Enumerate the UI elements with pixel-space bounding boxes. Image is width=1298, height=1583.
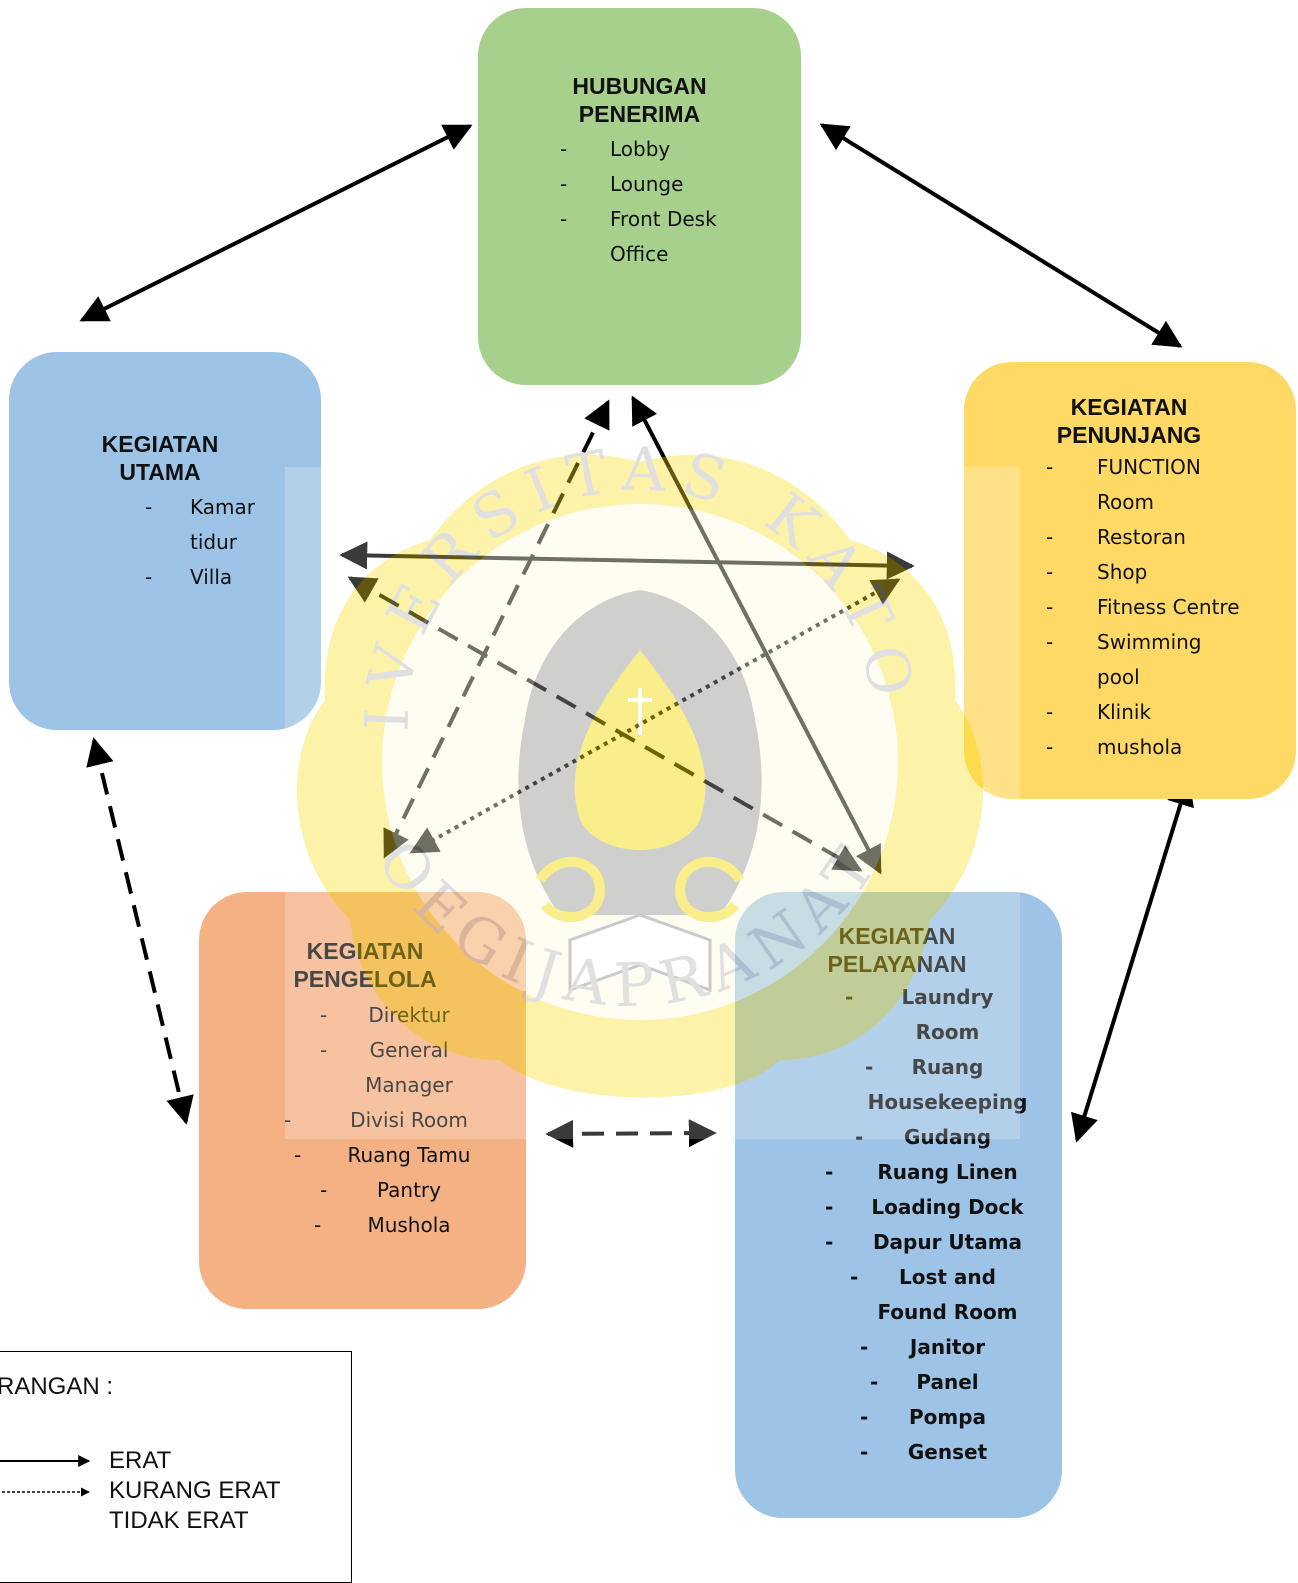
- item-list: -FUNCTION Room -Restoran -Shop -Fitness …: [1046, 450, 1296, 765]
- box-title: KEGIATAN UTAMA: [101, 431, 219, 485]
- list-item: -Mushola: [314, 1213, 451, 1237]
- list-item: -Front Desk: [560, 207, 717, 231]
- list-item: Office: [610, 242, 669, 266]
- list-item: pool: [1097, 665, 1140, 689]
- box-title: KEGIATAN PENUNJANG: [1056, 394, 1202, 448]
- arrow-penerima-penunjang: [819, 123, 1183, 348]
- arrow-penunjang-pengelola: [409, 578, 901, 854]
- list-item: -Swimming: [1046, 630, 1202, 654]
- legend: RANGAN : ERAT KURANG ERAT TIDAK ERAT: [0, 1351, 352, 1583]
- list-item: -Fitness Centre: [1046, 595, 1240, 619]
- legend-title: RANGAN :: [0, 1373, 114, 1400]
- box-title: KEGIATAN PENGELOLA: [265, 937, 465, 993]
- arrow-utama-pengelola: [86, 737, 194, 1125]
- list-item: Housekeeping: [815, 1085, 1060, 1120]
- list-item: -Gudang: [815, 1120, 1060, 1155]
- legend-line-samples: [0, 1455, 91, 1497]
- item-list: -Lobby -Lounge -Front Desk Office: [560, 132, 790, 272]
- list-item: -Ruang: [815, 1050, 1060, 1085]
- list-item: -mushola: [1046, 735, 1183, 759]
- item-list: -Direktur -General Manager -Divisi Room …: [284, 998, 514, 1243]
- list-item: -Lounge: [560, 172, 684, 196]
- list-item: -Ruang Linen: [825, 1160, 1018, 1184]
- box-kegiatan-pelayanan: KEGIATAN PELAYANAN -Laundry Room -Ruang …: [735, 892, 1062, 1518]
- list-item: -FUNCTION: [1046, 455, 1201, 479]
- item-list: -Laundry Room -Ruang Housekeeping -Gudan…: [815, 980, 1060, 1470]
- arrow-pengelola-pelayanan: [545, 1119, 717, 1148]
- arrow-penerima-utama: [79, 124, 473, 322]
- box-title: HUBUNGAN PENERIMA: [572, 73, 707, 127]
- list-item: -Laundry: [815, 980, 1060, 1015]
- list-item: -Ruang Tamu: [294, 1143, 471, 1167]
- arrow-penunjang-pelayanan: [1071, 777, 1194, 1143]
- list-item: -Villa: [145, 565, 233, 589]
- list-item: -Lost and: [850, 1265, 996, 1289]
- list-item: -Dapur Utama: [825, 1230, 1023, 1254]
- list-item: -Panel: [870, 1370, 979, 1394]
- list-item: -Restoran: [1046, 525, 1186, 549]
- item-list: -Kamar tidur -Villa: [145, 490, 315, 595]
- list-item: tidur: [190, 530, 237, 554]
- list-item: -Genset: [860, 1440, 988, 1464]
- box-kegiatan-pengelola: KEGIATAN PENGELOLA -Direktur -General Ma…: [199, 892, 526, 1309]
- list-item: -Janitor: [860, 1335, 986, 1359]
- list-item: -Lobby: [560, 137, 671, 161]
- list-item: -Pompa: [860, 1405, 987, 1429]
- box-title: KEGIATAN PELAYANAN: [797, 922, 997, 978]
- box-kegiatan-penunjang: KEGIATAN PENUNJANG -FUNCTION Room -Resto…: [964, 362, 1296, 799]
- list-item: -Direktur: [284, 998, 514, 1033]
- list-item: -Klinik: [1046, 700, 1152, 724]
- box-kegiatan-utama: KEGIATAN UTAMA -Kamar tidur -Villa: [9, 352, 321, 730]
- legend-item-kurang-erat: KURANG ERAT: [109, 1477, 281, 1504]
- legend-item-erat: ERAT: [109, 1447, 172, 1474]
- box-hubungan-penerima: HUBUNGAN PENERIMA -Lobby -Lounge -Front …: [478, 8, 801, 385]
- list-item: Found Room: [877, 1300, 1018, 1324]
- list-item: Manager: [284, 1068, 514, 1103]
- list-item: -Shop: [1046, 560, 1148, 584]
- list-item: -Pantry: [320, 1178, 441, 1202]
- list-item: -Kamar: [145, 495, 255, 519]
- list-item: -General: [284, 1033, 514, 1068]
- list-item: -Divisi Room: [284, 1103, 514, 1138]
- legend-item-tidak-erat: TIDAK ERAT: [109, 1507, 249, 1534]
- list-item: Room: [815, 1015, 1060, 1050]
- list-item: Room: [1097, 490, 1154, 514]
- list-item: -Loading Dock: [825, 1195, 1024, 1219]
